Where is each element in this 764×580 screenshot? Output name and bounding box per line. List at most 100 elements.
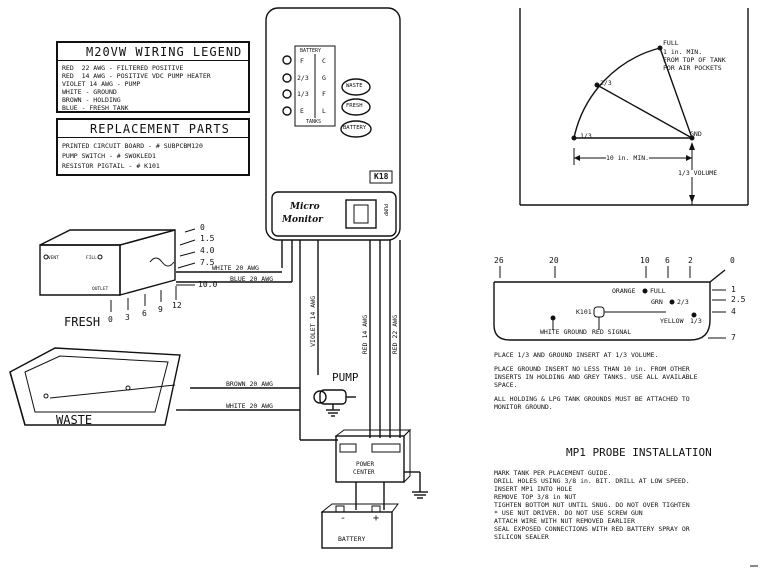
parts-line: PRINTED CIRCUIT BOARD - # SUBPCBM120 xyxy=(62,142,203,150)
mp1-step: TIGHTEN BOTTOM NUT UNTIL SNUG. DO NOT OV… xyxy=(494,501,690,509)
parts-line: PUMP SWITCH - # SWOKLED1 xyxy=(62,152,156,160)
arc-min-dim: 10 in. MIN. xyxy=(606,154,650,162)
battery-label: BATTERY xyxy=(338,535,366,543)
mp1-step: ATTACH WIRE WITH NUT REMOVED EARLIER xyxy=(494,517,635,525)
wiring-legend-title: M20VW WIRING LEGEND xyxy=(86,45,243,59)
right-scale-label: 7 xyxy=(731,333,736,342)
level-label: E xyxy=(300,107,304,115)
wire-label-blue: BLUE 20 AWG xyxy=(230,275,274,283)
side-scale-label: 10.0 xyxy=(198,280,218,289)
fill-label: FILL xyxy=(86,256,97,261)
bottom-scale-label: 0 xyxy=(108,315,113,324)
probe-orange: ORANGE xyxy=(612,287,636,295)
bottom-scale-label: 9 xyxy=(158,305,163,314)
wire-label-red-22: RED 22 AWG xyxy=(391,315,399,355)
side-scale-label: 7.5 xyxy=(200,258,215,267)
red-signal-label: RED SIGNAL xyxy=(592,328,632,336)
fresh-tank-label: FRESH xyxy=(64,315,101,329)
probe-yellow: YELLOW xyxy=(660,317,684,325)
legend-line: VIOLET 14 AWG - PUMP xyxy=(62,80,141,88)
legend-line: RED 22 AWG - FILTERED POSITIVE xyxy=(62,64,184,72)
note-line: SPACE. xyxy=(494,381,518,389)
battery-button[interactable]: BATTERY xyxy=(343,125,367,131)
btn-battery-shape xyxy=(340,120,372,138)
arc-two-thirds: 2/3 xyxy=(600,79,612,87)
waste-button[interactable]: WASTE xyxy=(346,83,363,89)
arc-volume: 1/3 VOLUME xyxy=(678,169,718,177)
model-box xyxy=(369,170,393,184)
monitor-led-frame xyxy=(294,45,336,127)
right-scale-label: 4 xyxy=(731,307,736,316)
tank-section-outline xyxy=(493,282,711,341)
white-ground-label: WHITE GROUND xyxy=(540,328,587,336)
monitor-panel-body xyxy=(265,7,401,241)
brand-line2: Monitor xyxy=(282,215,323,225)
wiring-legend-box: M20VW WIRING LEGEND RED 22 AWG - FILTERE… xyxy=(56,41,250,113)
mp1-step: SILICON SEALER xyxy=(494,533,549,541)
mp1-step: MARK TANK PER PLACEMENT GUIDE. xyxy=(494,469,612,477)
probe-grn-level: 2/3 xyxy=(677,298,689,306)
pump-switch-shape xyxy=(345,199,377,229)
led-2-3 xyxy=(282,73,292,83)
power-center-label-2: CENTER xyxy=(353,469,375,476)
fresh-button[interactable]: FRESH xyxy=(346,103,363,109)
waste-tank-shape xyxy=(9,347,181,426)
note-line: MONITOR GROUND. xyxy=(494,403,553,411)
wire-label-brown: BROWN 20 AWG xyxy=(226,380,273,388)
replacement-parts-box: REPLACEMENT PARTS PRINTED CIRCUIT BOARD … xyxy=(56,118,250,176)
level-label: F xyxy=(322,90,326,98)
top-scale-label: 0 xyxy=(730,256,735,265)
waste-tank-label: WASTE xyxy=(56,413,93,427)
top-scale-label: 10 xyxy=(640,256,650,265)
arc-gnd: GND xyxy=(690,130,702,138)
btn-waste-shape xyxy=(341,78,371,96)
battery-header: BATTERY xyxy=(300,48,322,54)
right-scale-label: 2.5 xyxy=(731,295,746,304)
pump-vertical-label: PUMP xyxy=(382,204,388,217)
side-scale-label: 0 xyxy=(200,223,205,232)
top-scale-label: 6 xyxy=(665,256,670,265)
level-label: L xyxy=(322,107,326,115)
wire-label-white-b: WHITE 20 AWG xyxy=(226,402,273,410)
power-center-label-1: POWER xyxy=(356,461,375,468)
btn-fresh-shape xyxy=(341,98,371,116)
led-1-3 xyxy=(282,89,292,99)
battery-plus: + xyxy=(373,513,380,524)
legend-line: RED 14 AWG - POSITIVE VDC PUMP HEATER xyxy=(62,72,211,80)
wire-label-violet: VIOLET 14 AWG xyxy=(309,296,317,347)
side-scale-label: 4.0 xyxy=(200,246,215,255)
mp1-step: SEAL EXPOSED CONNECTIONS WITH RED BATTER… xyxy=(494,525,690,533)
probe-full: FULL xyxy=(650,287,666,295)
level-label: 2/3 xyxy=(297,74,309,82)
parts-line: RESISTOR PIGTAIL - # K101 xyxy=(62,162,160,170)
mp1-step: DRILL HOLES USING 3/8 in. BIT. DRILL AT … xyxy=(494,477,690,485)
legend-line: BROWN - HOLDING xyxy=(62,96,121,104)
battery-minus: - xyxy=(340,513,347,524)
level-label: F xyxy=(300,57,304,65)
top-scale-label: 26 xyxy=(494,256,504,265)
outlet-label: OUTLET xyxy=(92,287,109,292)
mp1-step: REMOVE TOP 3/8 in NUT xyxy=(494,493,577,501)
tanks-label: TANKS xyxy=(306,119,322,125)
brand-panel xyxy=(271,191,397,237)
vent-label: VENT xyxy=(48,256,59,261)
model-label: K18 xyxy=(374,172,389,181)
note-line: PLACE GROUND INSERT NO LESS THAN 10 in. … xyxy=(494,365,690,373)
led-f xyxy=(282,55,292,65)
level-arc xyxy=(573,47,661,139)
right-scale-label: 1 xyxy=(731,285,736,294)
note-line: PLACE 1/3 AND GROUND INSERT AT 1/3 VOLUM… xyxy=(494,351,659,359)
legend-line: BLUE - FRESH TANK xyxy=(62,104,129,112)
level-label: G xyxy=(322,74,326,82)
note-line: INSERTS IN HOLDING AND GREY TANKS. USE A… xyxy=(494,373,698,381)
arc-full: FULL xyxy=(663,39,679,47)
led-e xyxy=(282,106,292,116)
bottom-scale-label: 3 xyxy=(125,313,130,322)
arc-note: FROM TOP OF TANK xyxy=(663,56,726,64)
probe-yellow-level: 1/3 xyxy=(690,317,702,325)
wire-label-red-14: RED 14 AWG xyxy=(361,315,369,355)
k101-label: K101 xyxy=(576,308,592,316)
probe-grn: GRN xyxy=(651,298,663,306)
legend-line: WHITE - GROUND xyxy=(62,88,117,96)
